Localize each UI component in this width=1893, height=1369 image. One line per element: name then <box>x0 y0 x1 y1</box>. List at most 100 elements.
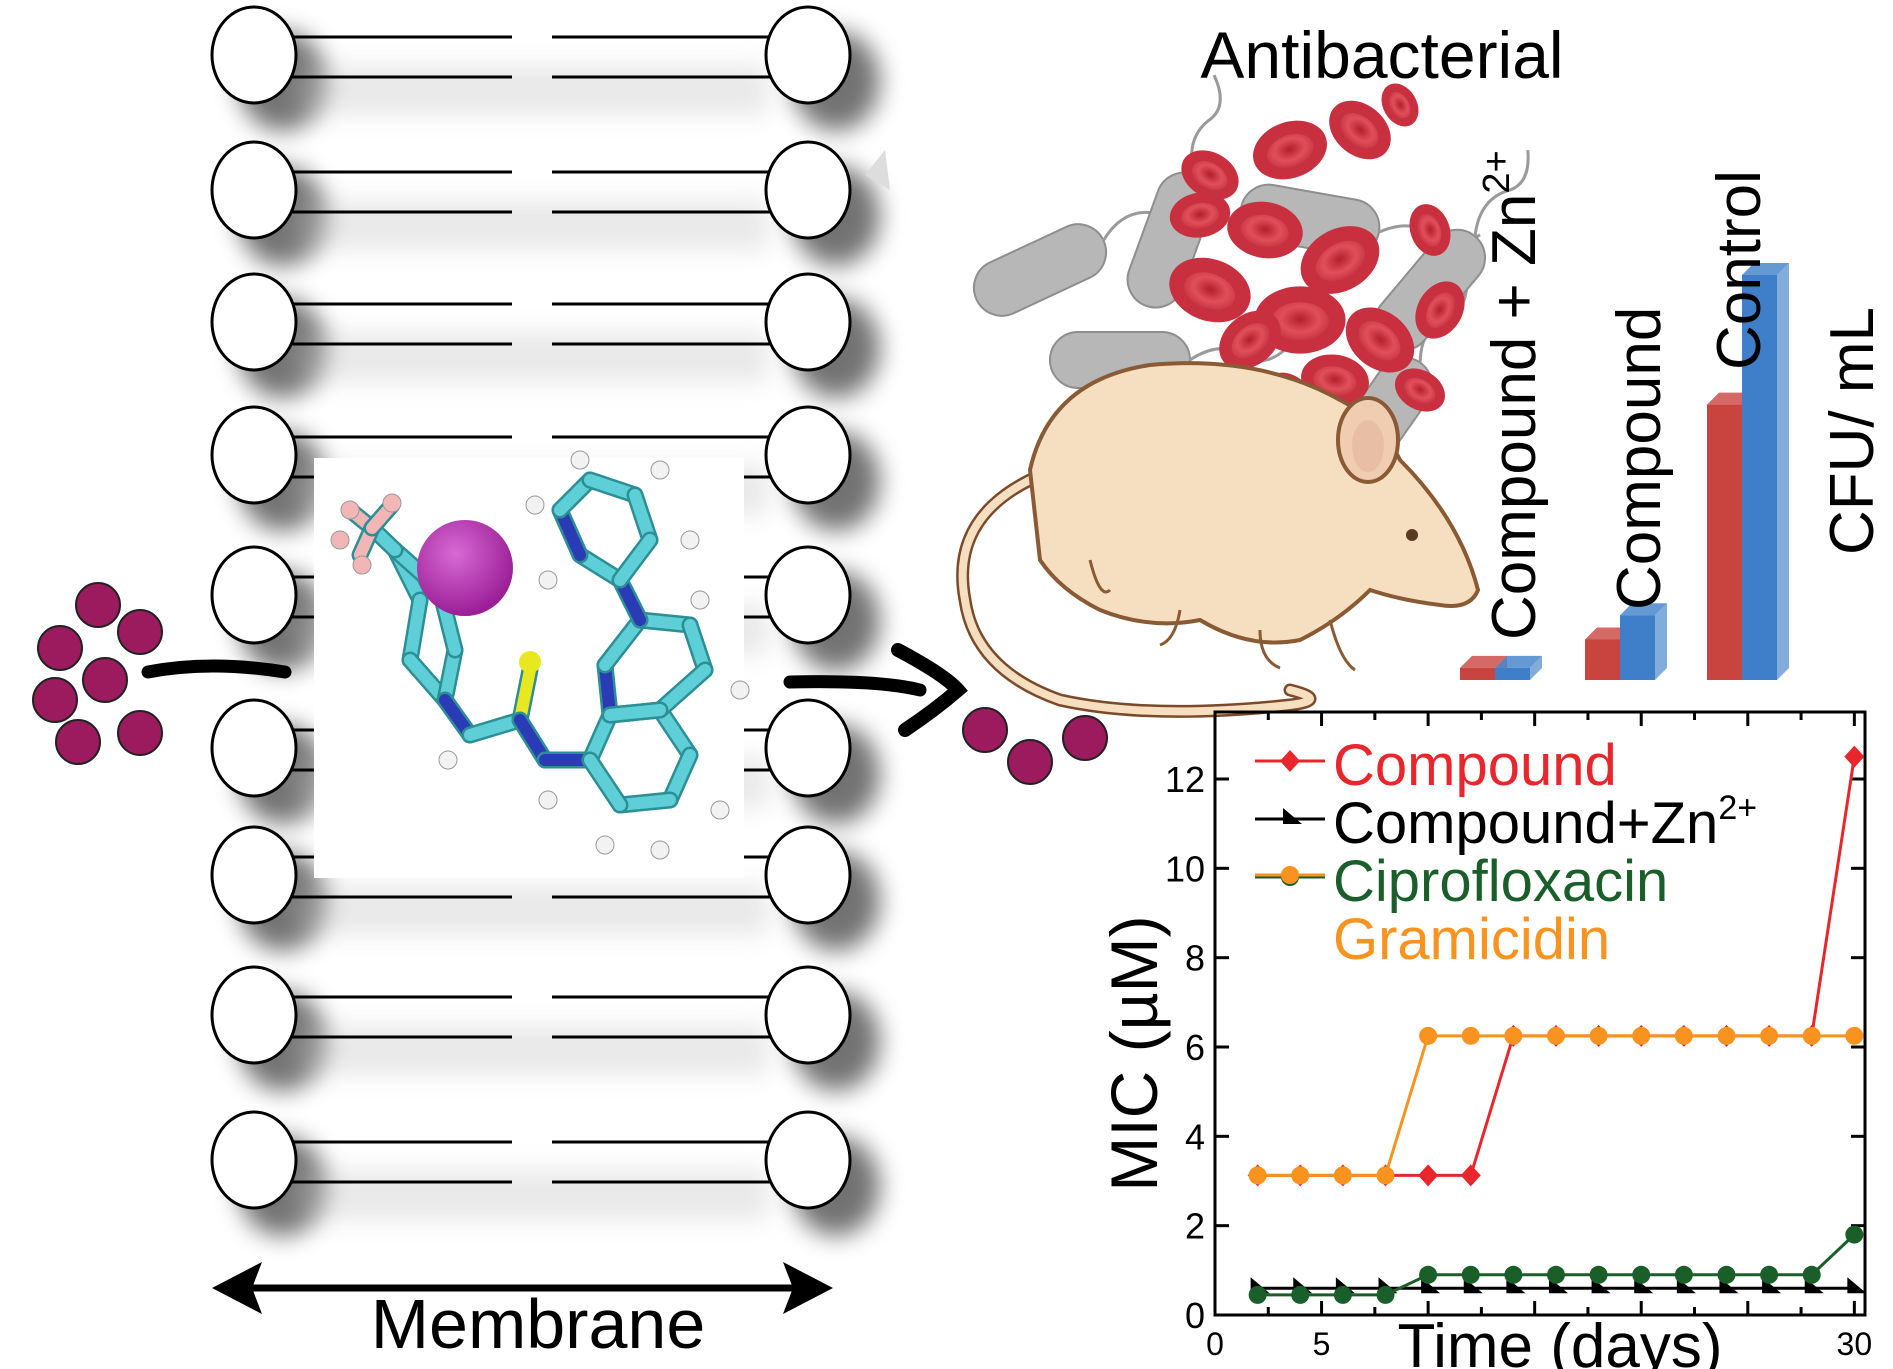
marker-circle <box>1802 1026 1821 1045</box>
marker-circle <box>1674 1265 1693 1284</box>
bar-blue <box>1742 275 1777 680</box>
tail-shadow <box>294 1025 768 1075</box>
rbc-center <box>1191 161 1228 191</box>
marker-circle <box>1376 1166 1395 1185</box>
bond <box>654 664 711 716</box>
marker-circle <box>1589 1265 1608 1284</box>
lipid-head <box>764 545 852 645</box>
marker-circle <box>1291 1166 1310 1185</box>
red-blood-cell <box>1381 83 1419 127</box>
ion-particle <box>962 707 1008 753</box>
ion-cluster <box>32 150 1108 785</box>
marker-circle <box>1845 1026 1864 1045</box>
marker-circle <box>1802 1265 1821 1284</box>
sulfur-atom <box>519 651 541 673</box>
rbc-center <box>1241 214 1289 248</box>
y-tick-label: 4 <box>1185 1116 1205 1157</box>
tail-shadow <box>294 885 768 935</box>
ion-particle <box>82 657 128 703</box>
marker-circle <box>1504 1265 1523 1284</box>
antibacterial-illustration <box>956 74 1530 718</box>
marker-circle <box>1546 1265 1565 1284</box>
molecule-structure <box>314 450 750 878</box>
membrane-double-arrow <box>212 1262 833 1314</box>
bar-group-label: Compound <box>1605 307 1674 610</box>
x-axis-label: Time (days) <box>1398 1312 1723 1369</box>
mouse-leg <box>1088 559 1112 594</box>
ion-particle <box>55 719 101 765</box>
lipid-head <box>210 825 298 925</box>
ion-particle <box>117 609 163 655</box>
marker-circle <box>1461 1026 1480 1045</box>
lipid-head <box>764 5 852 105</box>
marker-diamond <box>1418 1164 1439 1187</box>
ion-particle <box>75 582 121 628</box>
mouse-tail <box>958 476 1314 716</box>
rbc-center <box>1316 240 1366 282</box>
hydrogen-atom <box>340 500 360 520</box>
legend-entry: Compound <box>1333 733 1617 798</box>
marker-circle <box>1632 1265 1651 1284</box>
arrow-head <box>891 643 968 737</box>
rbc-center <box>1181 202 1220 229</box>
ion-particle <box>1007 739 1053 785</box>
marker-circle <box>1760 1265 1779 1284</box>
legend-entry: Compound+Zn2+ <box>1333 789 1757 856</box>
marker-circle <box>1376 1285 1395 1304</box>
bar-top <box>1620 603 1667 616</box>
marker-circle <box>1760 1026 1779 1045</box>
antibacterial-title: Antibacterial <box>1200 18 1563 92</box>
bar-red <box>1707 404 1742 680</box>
marker-circle <box>1717 1265 1736 1284</box>
rbc-center <box>1340 112 1379 149</box>
lipid-head <box>210 5 298 105</box>
marker-arrow <box>1847 1277 1867 1294</box>
series-ciprofloxacin <box>1248 1225 1864 1304</box>
lipid-head <box>764 140 852 240</box>
hydrogen-atom <box>330 530 350 550</box>
membrane-label: Membrane <box>371 1285 706 1363</box>
y-axis-label: MIC (µM) <box>1097 915 1171 1191</box>
marker-circle <box>1546 1026 1565 1045</box>
rbc-center <box>1231 322 1270 359</box>
rbc-center <box>1404 377 1436 404</box>
lipid-head <box>210 1110 298 1210</box>
bond <box>464 714 526 741</box>
series-line <box>1257 1034 1855 1177</box>
red-blood-cell <box>1345 307 1415 373</box>
rbc-center <box>1184 272 1236 310</box>
bond <box>614 534 656 586</box>
y-tick-label: 12 <box>1165 759 1205 800</box>
lipid-head <box>764 405 852 505</box>
hydrogen-atom <box>538 570 558 590</box>
mouse-eye <box>1406 529 1418 541</box>
marker-diamond <box>1844 745 1865 768</box>
marker-circle <box>1674 1026 1693 1045</box>
red-blood-cell <box>1300 226 1380 294</box>
lipid-head <box>210 965 298 1065</box>
lipid-head <box>764 825 852 925</box>
legend-entry: Gramicidin <box>1333 907 1610 972</box>
legend: CompoundCompound+Zn2+CiprofloxacinGramic… <box>1255 733 1757 972</box>
y-tick-label: 0 <box>1185 1295 1205 1336</box>
lipid-head <box>764 698 852 798</box>
lipid-head <box>210 545 298 645</box>
bond <box>599 614 646 671</box>
marker-circle <box>1589 1026 1608 1045</box>
bar-top <box>1742 263 1789 275</box>
zinc-ion <box>417 520 513 616</box>
ion-particle <box>117 710 163 756</box>
red-blood-cell <box>1394 368 1446 412</box>
red-blood-cell <box>1219 310 1281 370</box>
bar-blue <box>1620 615 1655 680</box>
hydrogen-atom <box>570 450 590 470</box>
bar-group-label: Control <box>1705 170 1774 370</box>
mouse <box>956 361 1481 718</box>
marker-circle <box>1717 1026 1736 1045</box>
lipid-head <box>210 405 298 505</box>
x-tick-label: 0 <box>1206 1326 1224 1362</box>
bond <box>404 594 426 666</box>
tail-shadow <box>294 200 768 250</box>
